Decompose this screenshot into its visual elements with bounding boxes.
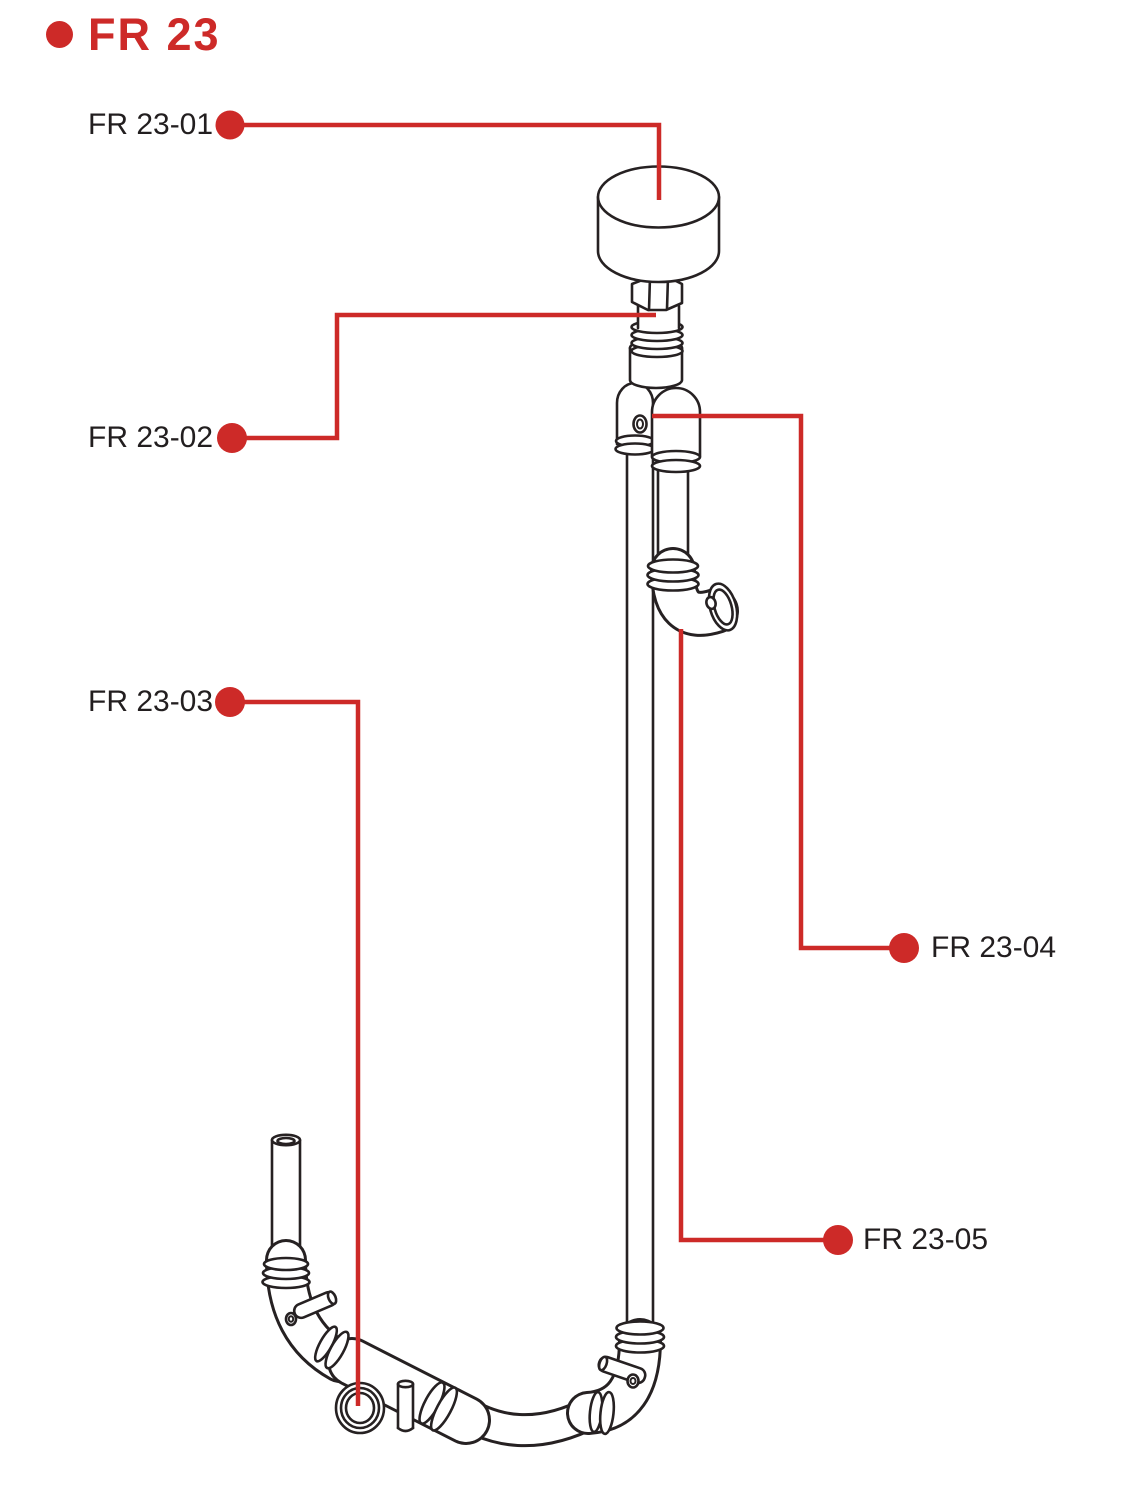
leader-fr-23-01 <box>230 122 662 200</box>
callout-leaders <box>215 110 919 1406</box>
leader-fr-23-05 <box>678 629 838 1243</box>
page-title: FR 23 <box>88 9 221 60</box>
bottom-left-elbow <box>261 1133 361 1383</box>
leader-fr-23-04 <box>652 413 904 951</box>
page-header: FR 23 <box>46 12 221 57</box>
tee-manifold <box>614 381 702 474</box>
valve-neck <box>636 304 681 330</box>
upper-elbow-fitting <box>646 547 739 637</box>
callout-label-fr-23-01: FR 23-01 <box>88 108 214 141</box>
tee-pin <box>396 1379 415 1433</box>
title-bullet-icon <box>46 21 73 48</box>
callout-dot <box>215 687 245 717</box>
callout-dot <box>215 110 245 140</box>
callout-dot <box>889 933 919 963</box>
long-vertical-pipe <box>625 443 655 1328</box>
leader-fr-23-02 <box>232 312 656 441</box>
bottom-tee-fitting <box>313 1325 491 1445</box>
leader-fr-23-03 <box>230 699 361 1406</box>
callout-label-fr-23-02: FR 23-02 <box>88 421 214 454</box>
callout-label-fr-23-04: FR 23-04 <box>931 931 1057 964</box>
callout-label-fr-23-03: FR 23-03 <box>88 685 214 718</box>
callout-label-fr-23-05: FR 23-05 <box>863 1223 989 1256</box>
bottom-right-elbow <box>566 1318 666 1436</box>
callout-dot <box>823 1225 853 1255</box>
callout-dot <box>217 423 247 453</box>
